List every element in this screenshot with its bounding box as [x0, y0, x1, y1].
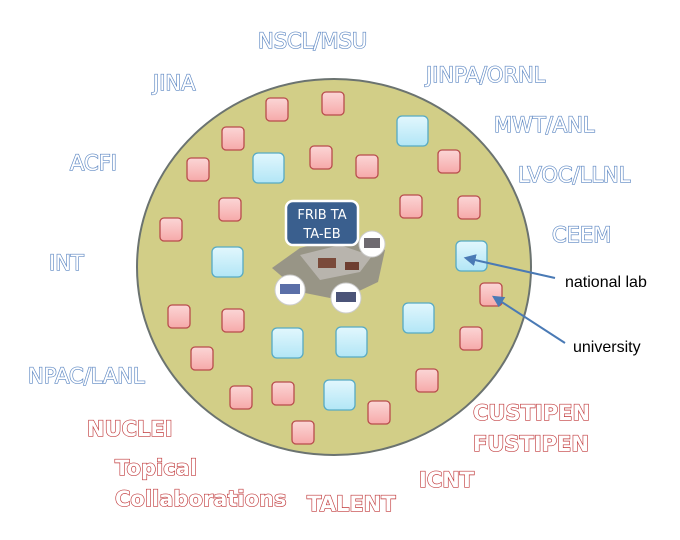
university-node	[437, 149, 461, 174]
university-node	[367, 400, 391, 425]
label-talent: TALENT	[307, 492, 396, 516]
university-node	[159, 217, 183, 242]
label-ceem: CEEM	[552, 223, 611, 247]
label-mwt-anl: MWT/ANL	[494, 113, 595, 137]
national-lab-node	[402, 302, 435, 334]
national-lab-node	[252, 152, 285, 184]
university-node	[265, 97, 289, 122]
label-custipen: CUSTIPEN	[473, 401, 590, 425]
university-node	[457, 195, 481, 220]
label-collaborations: Collaborations	[115, 487, 287, 511]
university-node	[221, 308, 245, 333]
node-group	[159, 91, 503, 445]
university-node	[321, 91, 345, 116]
label-int: INT	[49, 251, 84, 275]
university-node	[167, 304, 191, 329]
center-box[interactable]: FRIB TA TA-EB	[284, 199, 360, 247]
label-acfi: ACFI	[70, 151, 117, 175]
university-node	[186, 157, 210, 182]
university-node	[479, 282, 503, 307]
label-topical: Topical	[115, 456, 197, 480]
center-subtitle: TA-EB	[302, 227, 340, 242]
legend-university: university	[573, 339, 641, 356]
university-node	[309, 145, 333, 170]
national-lab-node	[335, 326, 368, 358]
label-icnt: ICNT	[419, 468, 475, 492]
university-node	[190, 346, 214, 371]
label-nuclei: NUCLEI	[87, 417, 173, 441]
label-fustipen: FUSTIPEN	[473, 432, 589, 456]
facility-illustration	[272, 230, 386, 314]
university-node	[218, 197, 242, 222]
center-title: FRIB TA	[297, 208, 346, 223]
university-arrow	[491, 295, 566, 344]
national-lab-arrow	[463, 254, 556, 279]
university-node	[221, 126, 245, 151]
university-node	[459, 326, 483, 351]
label-nscl-msu: NSCL/MSU	[258, 29, 367, 53]
national-lab-node	[455, 240, 488, 272]
university-node	[415, 368, 439, 393]
label-npac-lanl: NPAC/LANL	[28, 364, 145, 388]
legend-national-lab: national lab	[565, 274, 647, 291]
label-lvoc-llnl: LVOC/LLNL	[518, 163, 631, 187]
national-lab-node	[271, 327, 304, 359]
university-node	[355, 154, 379, 179]
university-node	[271, 381, 295, 406]
label-jinpa-ornl: JINPA/ORNL	[424, 63, 546, 87]
national-lab-node	[396, 115, 429, 147]
national-lab-node	[323, 379, 356, 411]
university-node	[291, 420, 315, 445]
national-lab-node	[211, 246, 244, 278]
university-node	[229, 385, 253, 410]
label-jina: JINA	[151, 71, 196, 95]
university-node	[399, 194, 423, 219]
